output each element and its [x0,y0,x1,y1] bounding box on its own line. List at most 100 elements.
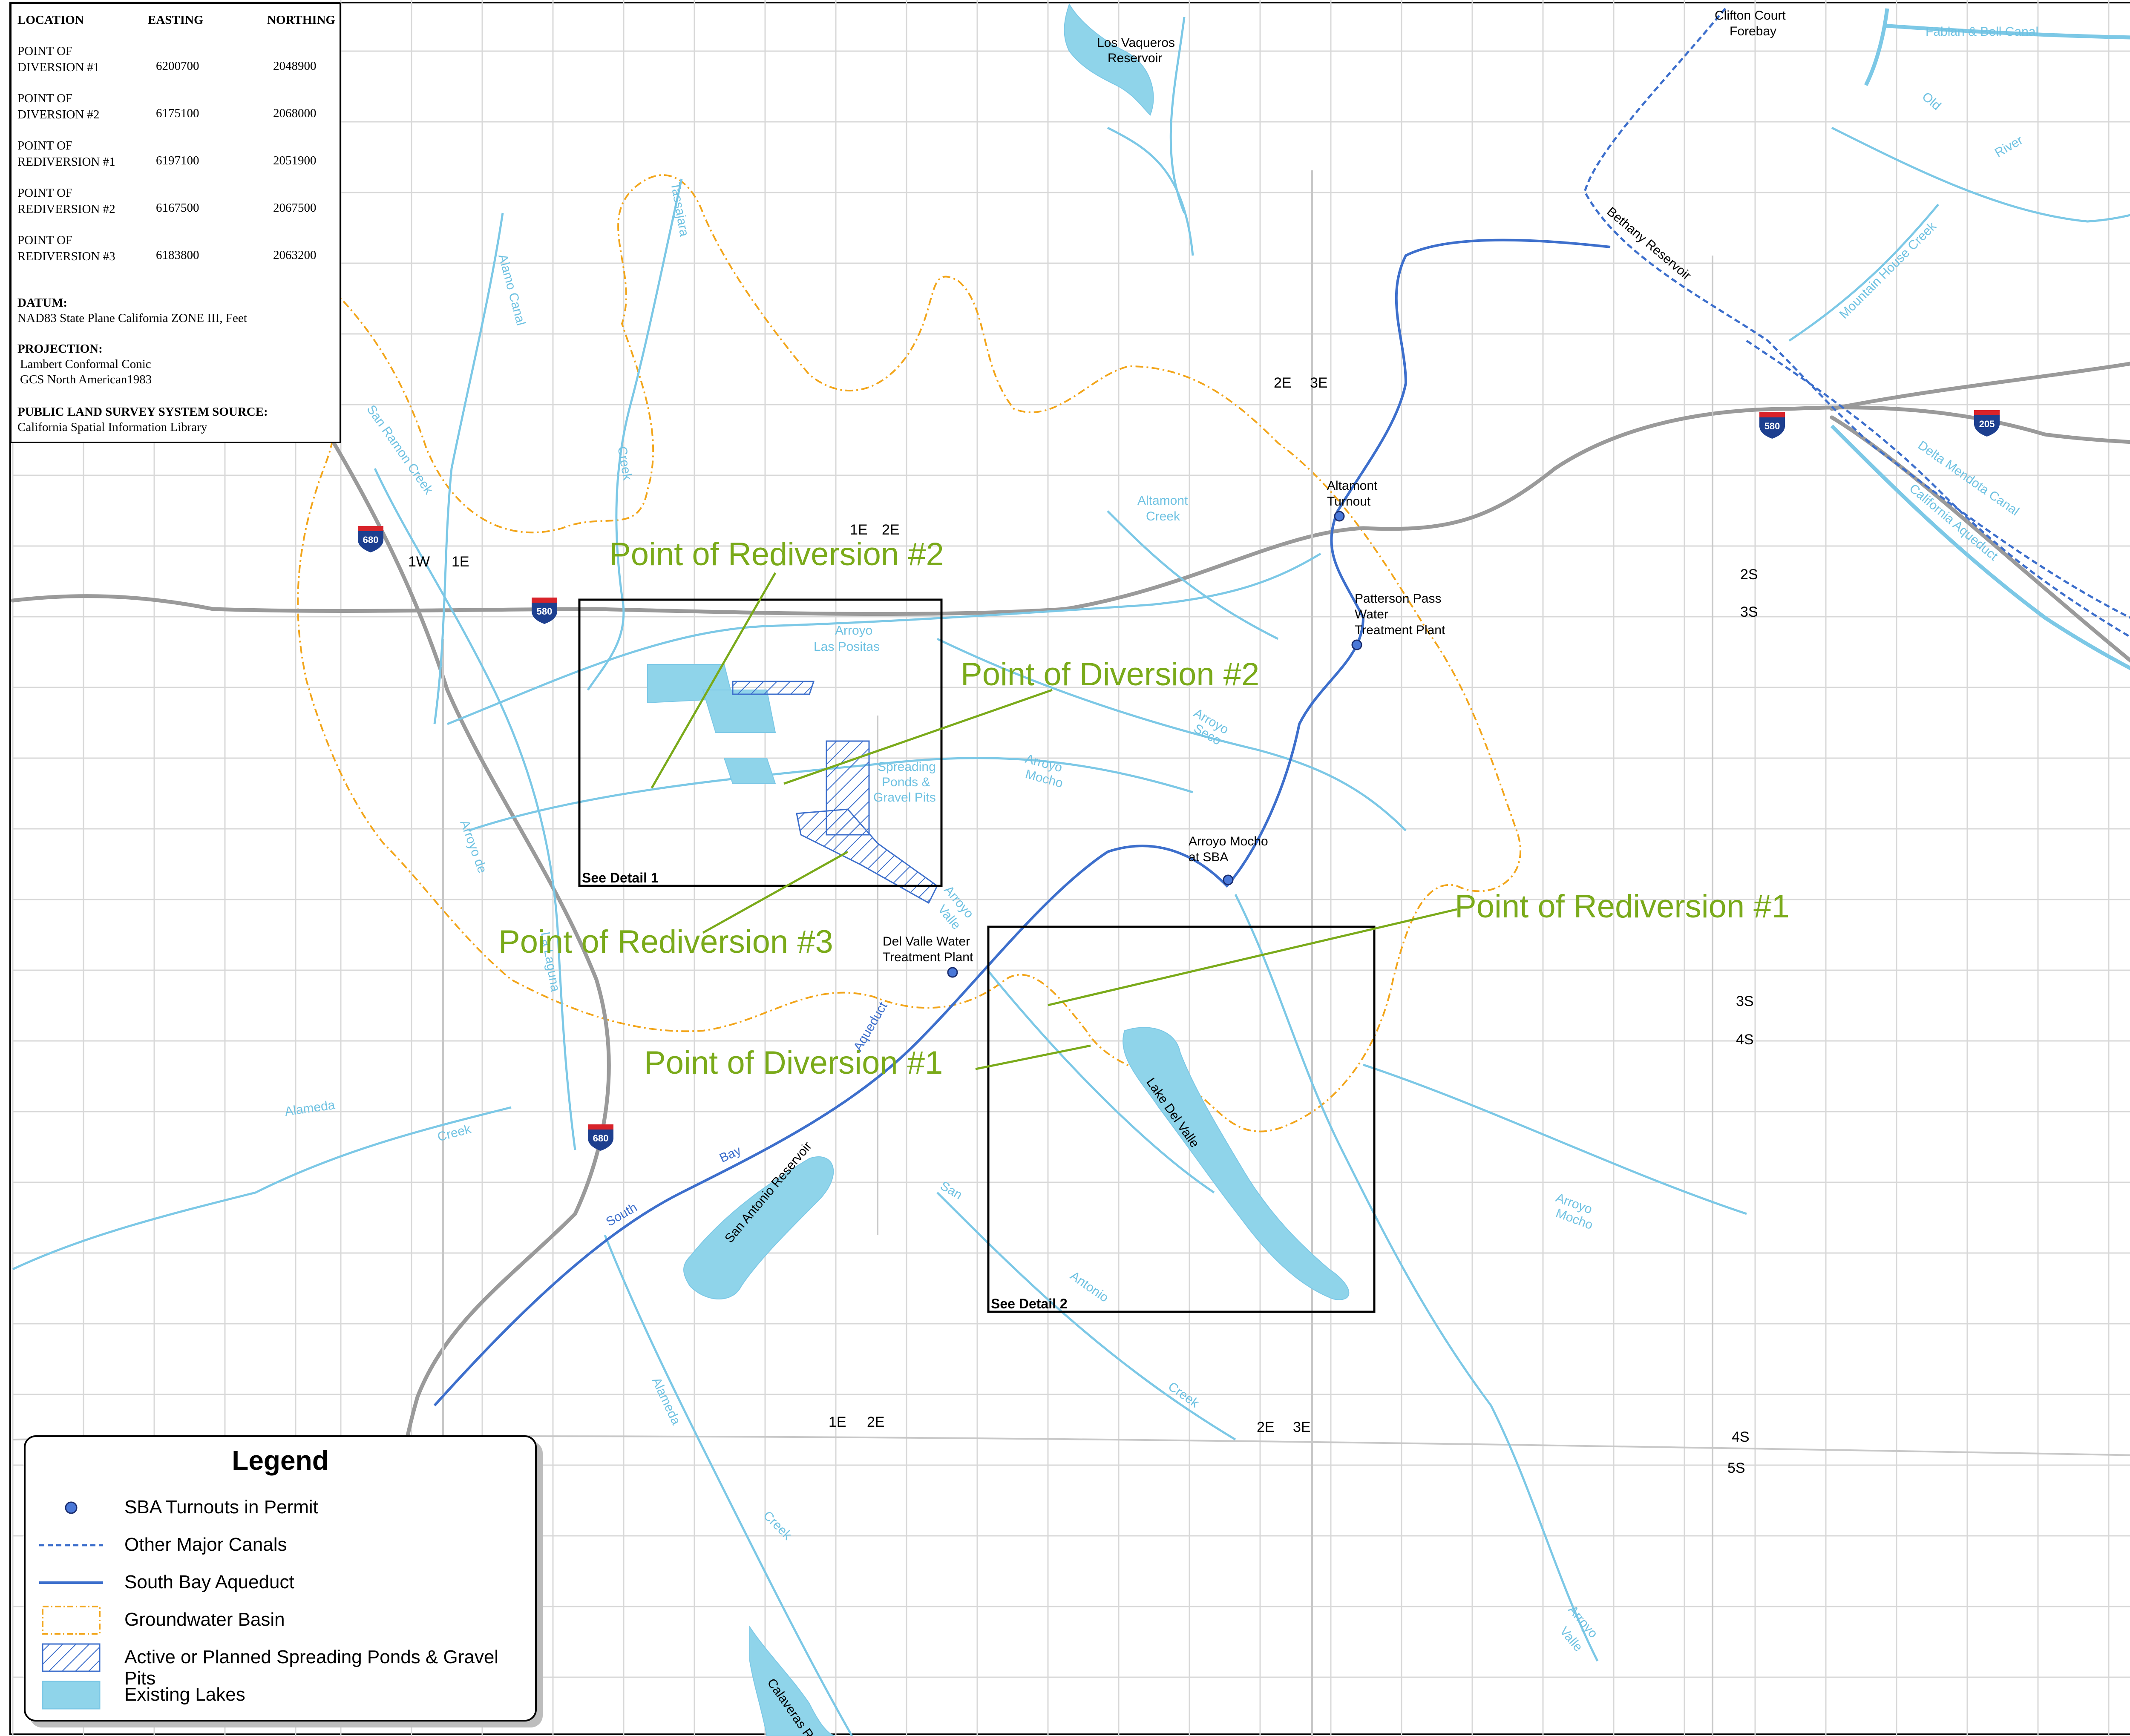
turnouts [947,511,1362,978]
legend-item: Groundwater Basin [39,1603,525,1637]
streams [12,17,2130,1736]
svg-text:Alameda: Alameda [284,1098,336,1119]
svg-text:Del Valle Water: Del Valle Water [883,934,970,948]
projection-section: PROJECTION: Lambert Conformal Conic GCS … [17,342,152,386]
interstate-205 [1830,362,2130,411]
svg-text:Ponds &: Ponds & [882,775,930,789]
turnout-mocho [1223,874,1234,885]
calaveras-reservoir [749,1625,835,1736]
callout-diversion-2: Point of Diversion #2 [961,656,1260,693]
detail-2-label: See Detail 2 [991,1296,1068,1311]
turnout-altamont [1334,511,1345,522]
svg-text:3E: 3E [1310,375,1328,391]
svg-text:Los Vaqueros: Los Vaqueros [1097,36,1175,50]
major-canals [1583,8,2130,638]
svg-text:Old: Old [1920,89,1944,113]
interstate-shield-icon: 680 [588,1124,613,1151]
svg-text:680: 680 [593,1133,609,1144]
roads [11,362,2130,1476]
other-aqueducts [1830,8,2130,670]
svg-text:Water: Water [1355,607,1388,621]
detail-1-box[interactable] [578,598,943,887]
san-antonio-reservoir [683,1156,834,1299]
turnout-patterson [1351,639,1362,650]
detail1-lake-b [702,690,776,733]
svg-text:2E: 2E [867,1414,885,1430]
svg-text:Treatment Plant: Treatment Plant [1355,623,1445,637]
svg-text:Treatment Plant: Treatment Plant [883,950,973,964]
legend-title: Legend [232,1445,329,1476]
turnout-dot-icon [65,1501,78,1514]
interstate-shield-icon: 205 [1974,410,2000,437]
svg-text:South: South [604,1200,639,1229]
svg-text:3S: 3S [1736,993,1754,1009]
svg-text:4S: 4S [1736,1032,1754,1048]
svg-text:at SBA: at SBA [1189,850,1228,864]
groundwater-basin-outline [297,174,1522,1132]
svg-text:2E: 2E [1257,1419,1275,1435]
interstate-580 [11,405,2130,616]
lake-fill-icon [42,1681,101,1710]
svg-text:Gravel Pits: Gravel Pits [873,790,936,805]
svg-text:1E: 1E [829,1414,846,1430]
callout-diversion-1: Point of Diversion #1 [644,1045,943,1081]
highway-shields: 580580580680680205205 [358,410,2000,1151]
svg-text:Arroyo Mocho: Arroyo Mocho [1189,834,1268,848]
svg-text:Altamont: Altamont [1327,479,1378,493]
svg-text:Fabian & Bell Canal: Fabian & Bell Canal [1926,25,2038,39]
svg-text:Arroyo de: Arroyo de [457,818,489,875]
svg-text:Patterson Pass: Patterson Pass [1355,592,1441,606]
svg-text:1E: 1E [452,554,469,570]
svg-text:Clifton Court: Clifton Court [1715,9,1786,23]
callout-rediversion-1: Point of Rediversion #1 [1455,888,1790,925]
facility-labels: Altamont Turnout Patterson Pass Water Tr… [883,9,1786,964]
los-vaqueros-reservoir [1064,3,1154,116]
legend-item: Existing Lakes [39,1678,525,1712]
section-grid [12,0,2130,1736]
svg-text:5S: 5S [1727,1460,1745,1476]
svg-text:580: 580 [537,606,553,617]
svg-text:Creek: Creek [1146,509,1180,523]
svg-text:1W: 1W [408,554,430,570]
svg-text:3E: 3E [1293,1419,1311,1435]
header-location: LOCATION [17,13,84,27]
map-border [9,2,2130,1735]
interstate-shield-icon: 680 [358,526,383,552]
legend: Legend SBA Turnouts in Permit Other Majo… [24,1435,537,1722]
svg-text:River: River [1992,133,2025,160]
svg-text:Spreading: Spreading [878,760,936,774]
svg-text:Turnout: Turnout [1327,494,1371,509]
plss-section: PUBLIC LAND SURVEY SYSTEM SOURCE: Califo… [17,405,268,434]
interstate-580-east [1830,415,2130,663]
legend-item: Other Major Canals [39,1528,525,1562]
detail-1-label: See Detail 1 [582,870,659,885]
hatched-ponds-icon [42,1643,101,1672]
header-easting: EASTING [148,13,204,27]
south-bay-aqueduct [433,239,1611,1407]
detail1-lake-c [723,758,776,784]
svg-text:580: 580 [1764,421,1780,431]
detail-2-box[interactable] [987,925,1376,1313]
callout-rediversion-3: Point of Rediversion #3 [498,924,833,960]
svg-text:Forebay: Forebay [1730,24,1776,38]
svg-text:4S: 4S [1732,1429,1750,1445]
interstate-shield-icon: 580 [532,598,557,624]
svg-text:Bethany Reservoir: Bethany Reservoir [1604,204,1694,283]
interstate-680 [322,424,611,1476]
aqueduct-line-icon [39,1581,103,1584]
legend-item: South Bay Aqueduct [39,1566,525,1600]
lake-del-valle [1123,1027,1350,1300]
survey-labels: 1W 1E 1E 2E 2E 3E 2S 3S 3S 4S 1E 2E 2E 3… [408,375,1758,1476]
svg-text:Antonio: Antonio [1068,1269,1111,1305]
svg-text:Reservoir: Reservoir [1108,51,1162,65]
header-northing: NORTHING [267,13,336,27]
svg-text:2E: 2E [1274,375,1292,391]
datum-section: DATUM: NAD83 State Plane California ZONE… [17,296,247,325]
